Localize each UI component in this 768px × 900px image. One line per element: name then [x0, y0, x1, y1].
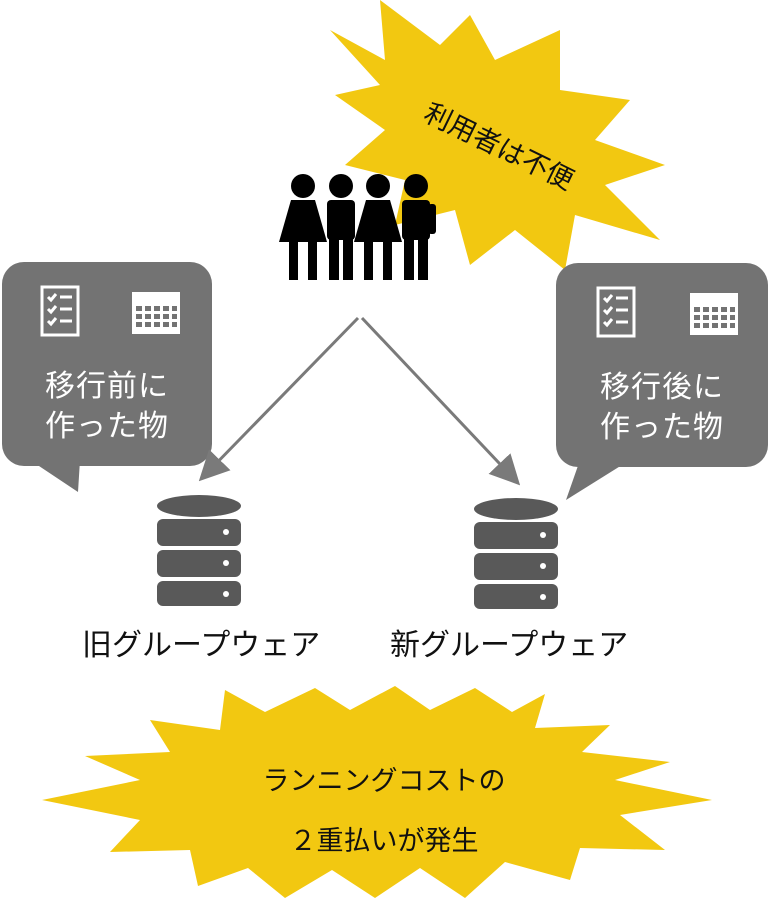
- calendar-icon: [132, 292, 180, 334]
- right-bubble-line1: 移行後に: [600, 370, 724, 405]
- new-groupware-label: 新グループウェア: [390, 628, 629, 663]
- old-groupware-label: 旧グループウェア: [82, 628, 321, 663]
- left-bubble-text: 移行前に 作った物: [2, 367, 212, 447]
- arrow-to-old-groupware: [198, 316, 360, 482]
- right-bubble-line2: 作った物: [600, 410, 724, 445]
- bottom-burst-text: ランニングコストの ２重払いが発生: [200, 752, 568, 872]
- left-bubble-line1: 移行前に: [45, 369, 169, 404]
- people-icon: [279, 174, 436, 280]
- checklist-icon: [40, 285, 80, 337]
- bottom-burst-line1: ランニングコストの: [262, 766, 506, 797]
- bottom-burst-line2: ２重払いが発生: [289, 826, 479, 857]
- database-icon: [157, 495, 241, 606]
- left-bubble-line2: 作った物: [45, 409, 169, 444]
- right-bubble-text: 移行後に 作った物: [556, 368, 768, 448]
- checklist-icon: [596, 286, 636, 338]
- bottom-starburst: [42, 686, 712, 898]
- calendar-icon: [690, 293, 738, 335]
- database-icon: [474, 498, 558, 609]
- arrow-to-new-groupware: [360, 316, 521, 486]
